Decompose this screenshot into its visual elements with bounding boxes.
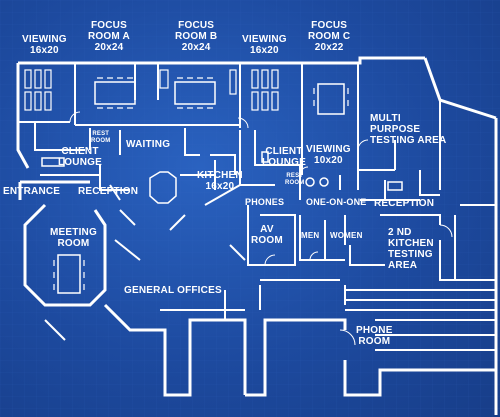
room-focus-b-line2: ROOM B <box>175 31 218 42</box>
room-viewing-mid-line2: 16x20 <box>249 45 279 56</box>
room-rest-room-right-line2: ROOM <box>285 180 305 186</box>
room-kitchen: KITCHEN 16x20 <box>197 170 243 192</box>
room-viewing-right-line1: VIEWING <box>306 144 351 155</box>
room-focus-b-line3: 20x24 <box>181 42 211 53</box>
room-focus-c-line3: 20x22 <box>314 42 344 53</box>
room-kitchen-line1: KITCHEN <box>197 170 243 181</box>
room-phone-room-line2: ROOM <box>358 336 391 347</box>
room-viewing-mid-line1: VIEWING <box>242 34 287 45</box>
table-focus-a <box>94 81 136 105</box>
room-meeting-room-line2: ROOM <box>57 238 90 249</box>
label-one-on-one: ONE-ON-ONE <box>306 197 367 207</box>
room-rest-room-left-line1: REST <box>92 131 110 137</box>
label-reception-right: RECEPTION <box>374 198 435 209</box>
room-viewing-right-line2: 10x20 <box>313 155 343 166</box>
label-entrance: ENTRANCE <box>3 186 61 197</box>
room-waiting: WAITING <box>126 139 171 150</box>
room-client-lounge-right: CLIENT LOUNGE <box>262 146 306 168</box>
room-av-room-line2: ROOM <box>251 235 283 246</box>
room-focus-a-line3: 20x24 <box>94 42 124 53</box>
room-viewing-left-line2: 16x20 <box>29 45 59 56</box>
room-rest-room-left: REST ROOM <box>91 131 110 145</box>
room-multi-purpose-line2: PURPOSE <box>370 124 421 135</box>
room-kitchen-line2: 16x20 <box>205 181 235 192</box>
room-second-kitchen-line2: KITCHEN <box>388 238 434 249</box>
label-phones: PHONES <box>245 197 285 207</box>
room-focus-c-line2: ROOM C <box>308 31 351 42</box>
room-women: WOMEN <box>330 231 363 240</box>
room-viewing-left: VIEWING 16x20 <box>22 34 67 56</box>
room-focus-c-line1: FOCUS <box>311 20 348 31</box>
room-men: MEN <box>301 231 320 240</box>
room-meeting-room-line1: MEETING <box>50 227 97 238</box>
room-viewing-mid: VIEWING 16x20 <box>242 34 287 56</box>
room-av-room-line1: AV <box>260 224 274 235</box>
room-client-lounge-left-line2: LOUNGE <box>58 157 102 168</box>
interior-walls <box>18 63 496 351</box>
room-multi-purpose-line3: TESTING AREA <box>370 135 447 146</box>
table-meeting-room <box>57 254 81 294</box>
room-focus-a-line1: FOCUS <box>90 20 127 31</box>
room-viewing-left-line1: VIEWING <box>22 34 67 45</box>
room-av-room: AV ROOM <box>251 224 283 246</box>
room-multi-purpose: MULTI PURPOSE TESTING AREA <box>370 113 446 146</box>
door-swings <box>69 111 453 346</box>
room-client-lounge-left-line1: CLIENT <box>61 146 99 157</box>
room-second-kitchen: 2 ND KITCHEN TESTING AREA <box>388 227 434 271</box>
room-second-kitchen-line3: TESTING <box>388 249 433 260</box>
room-rest-room-left-line2: ROOM <box>91 138 111 144</box>
room-rest-room-right: REST ROOM <box>285 173 304 187</box>
label-reception-left: RECEPTION <box>78 186 139 197</box>
room-phone-room: PHONE ROOM <box>356 325 393 347</box>
room-client-lounge-right-line2: LOUNGE <box>262 157 306 168</box>
room-client-lounge-left: CLIENT LOUNGE <box>58 146 102 168</box>
furniture <box>24 69 403 294</box>
room-viewing-right: VIEWING 10x20 <box>306 144 351 166</box>
room-multi-purpose-line1: MULTI <box>370 113 401 124</box>
table-focus-c <box>317 83 345 115</box>
room-second-kitchen-line4: AREA <box>388 260 418 271</box>
room-focus-c: FOCUS ROOM C 20x22 <box>308 20 350 53</box>
room-phone-room-line1: PHONE <box>356 325 393 336</box>
room-second-kitchen-line1: 2 ND <box>388 227 412 238</box>
room-focus-a-line2: ROOM A <box>88 31 130 42</box>
table-focus-b <box>174 81 216 105</box>
room-focus-b: FOCUS ROOM B 20x24 <box>175 20 217 53</box>
room-focus-b-line1: FOCUS <box>178 20 215 31</box>
room-client-lounge-right-line1: CLIENT <box>265 146 303 157</box>
room-focus-a: FOCUS ROOM A 20x24 <box>88 20 130 53</box>
room-meeting-room: MEETING ROOM <box>50 227 97 249</box>
room-general-offices: GENERAL OFFICES <box>124 285 222 296</box>
reception-desk <box>149 171 177 204</box>
room-rest-room-right-line1: REST <box>286 173 304 179</box>
